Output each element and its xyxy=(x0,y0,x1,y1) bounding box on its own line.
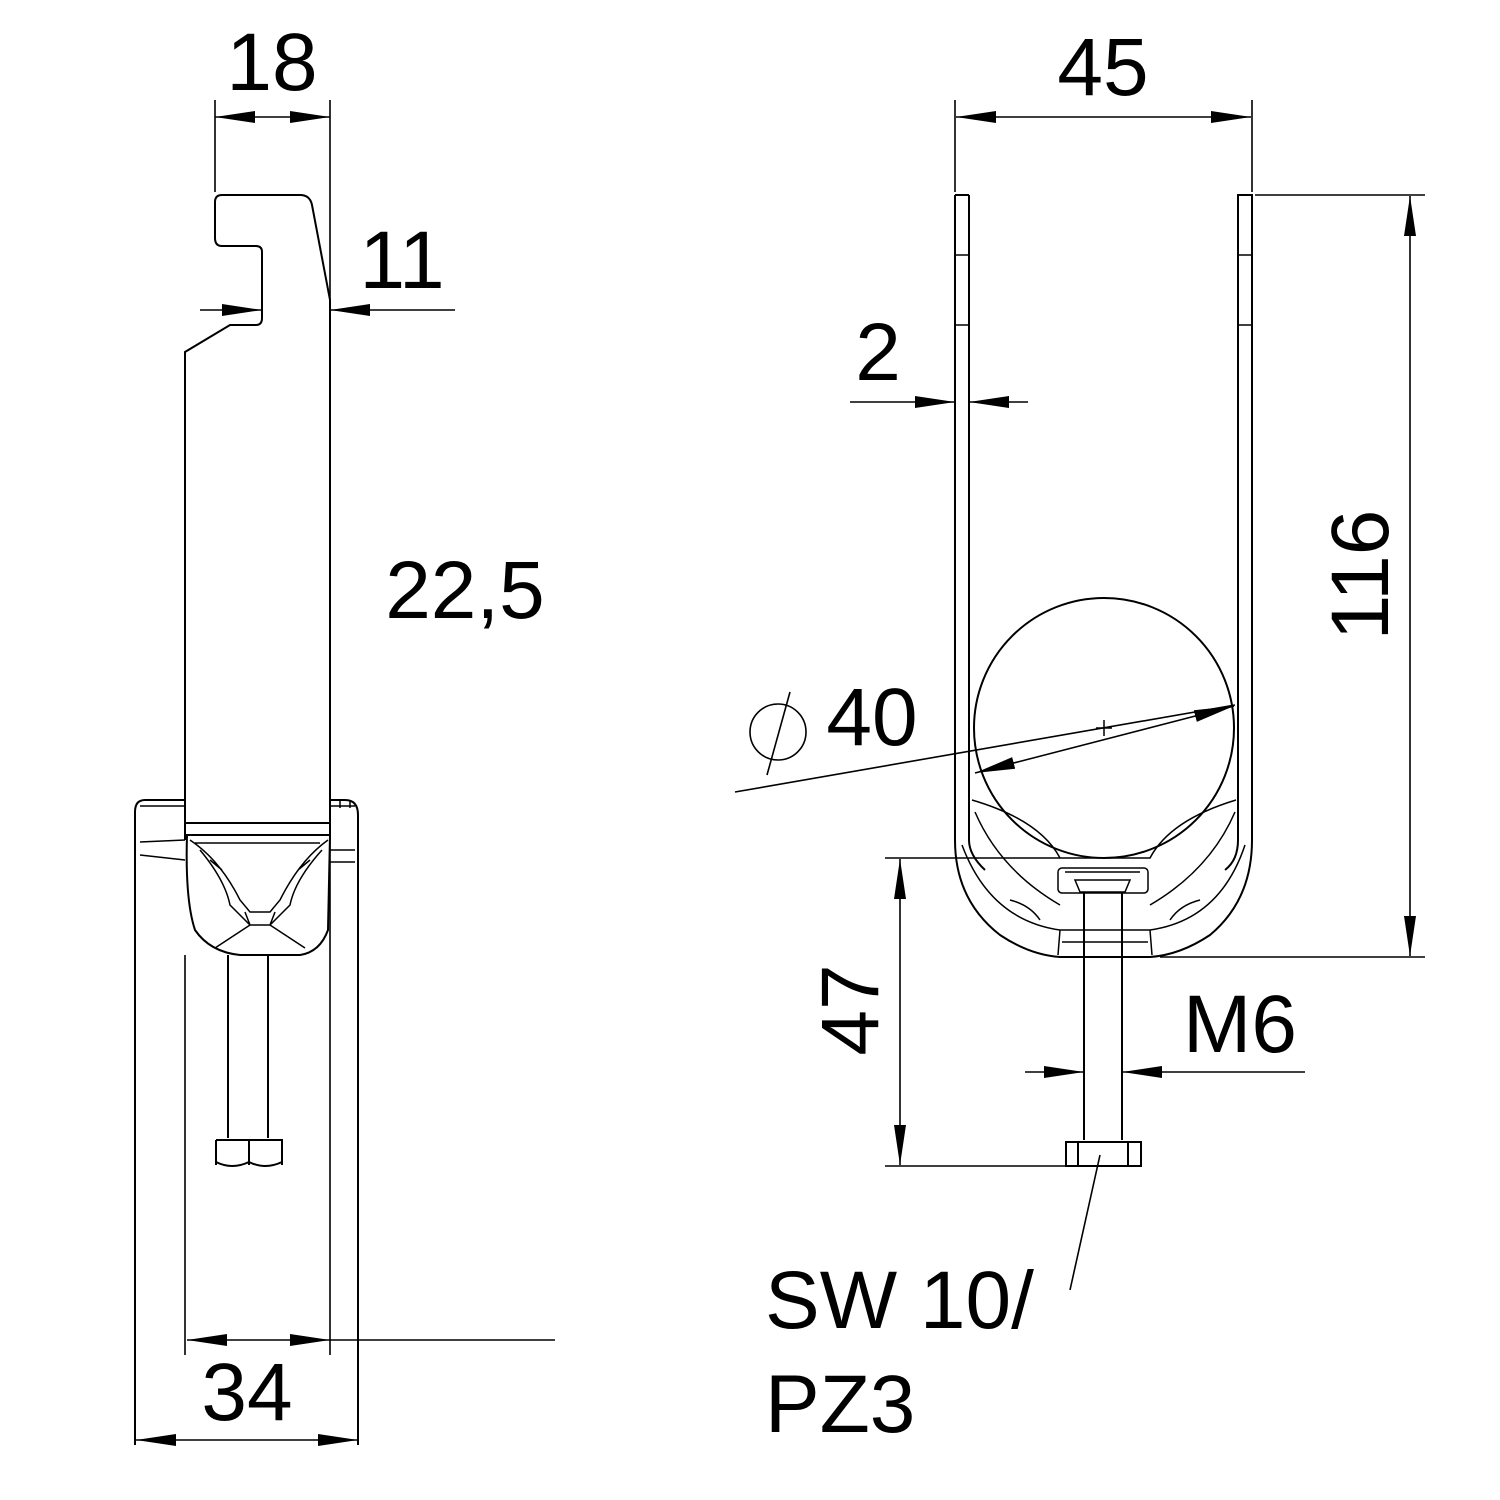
dim-label-22-5: 22,5 xyxy=(385,545,545,636)
dim-label-m6: M6 xyxy=(1183,979,1297,1070)
clamp-body-facets xyxy=(189,839,329,949)
dim-label-2: 2 xyxy=(855,307,901,398)
side-view: 18 11 22,5 34 xyxy=(134,17,555,1446)
cable-circle xyxy=(973,597,1235,859)
dim-label-45: 45 xyxy=(1057,22,1148,113)
hook-profile xyxy=(184,194,331,840)
screw-head xyxy=(1057,867,1149,894)
nut xyxy=(215,1139,283,1167)
note-leader xyxy=(1069,1154,1101,1291)
dim-label-34: 34 xyxy=(201,1347,292,1438)
dim-label-116: 116 xyxy=(1315,510,1406,641)
u-bracket-inner xyxy=(955,194,986,871)
note-pz: PZ3 xyxy=(765,1359,915,1450)
dim-label-18: 18 xyxy=(226,17,317,108)
dim-line-40 xyxy=(974,705,1235,774)
clamp-ring-detail xyxy=(139,800,355,863)
dim-label-47: 47 xyxy=(805,964,896,1055)
diameter-symbol-icon xyxy=(749,703,807,761)
saddle xyxy=(961,799,1246,956)
screw-shaft xyxy=(227,955,269,1138)
dim-label-40: 40 xyxy=(826,672,917,763)
front-view: 45 2 40 116 47 M6 SW 10/ PZ3 xyxy=(734,22,1425,1450)
screw-shaft-front xyxy=(1083,893,1123,1140)
dim-label-11: 11 xyxy=(359,215,444,306)
nut-front xyxy=(1065,1141,1142,1167)
bracket-notches xyxy=(955,254,1252,326)
u-bracket-outer xyxy=(954,194,1253,958)
clamp-ring xyxy=(134,799,359,1445)
clamp-body xyxy=(185,822,332,956)
note-sw: SW 10/ xyxy=(765,1255,1034,1346)
